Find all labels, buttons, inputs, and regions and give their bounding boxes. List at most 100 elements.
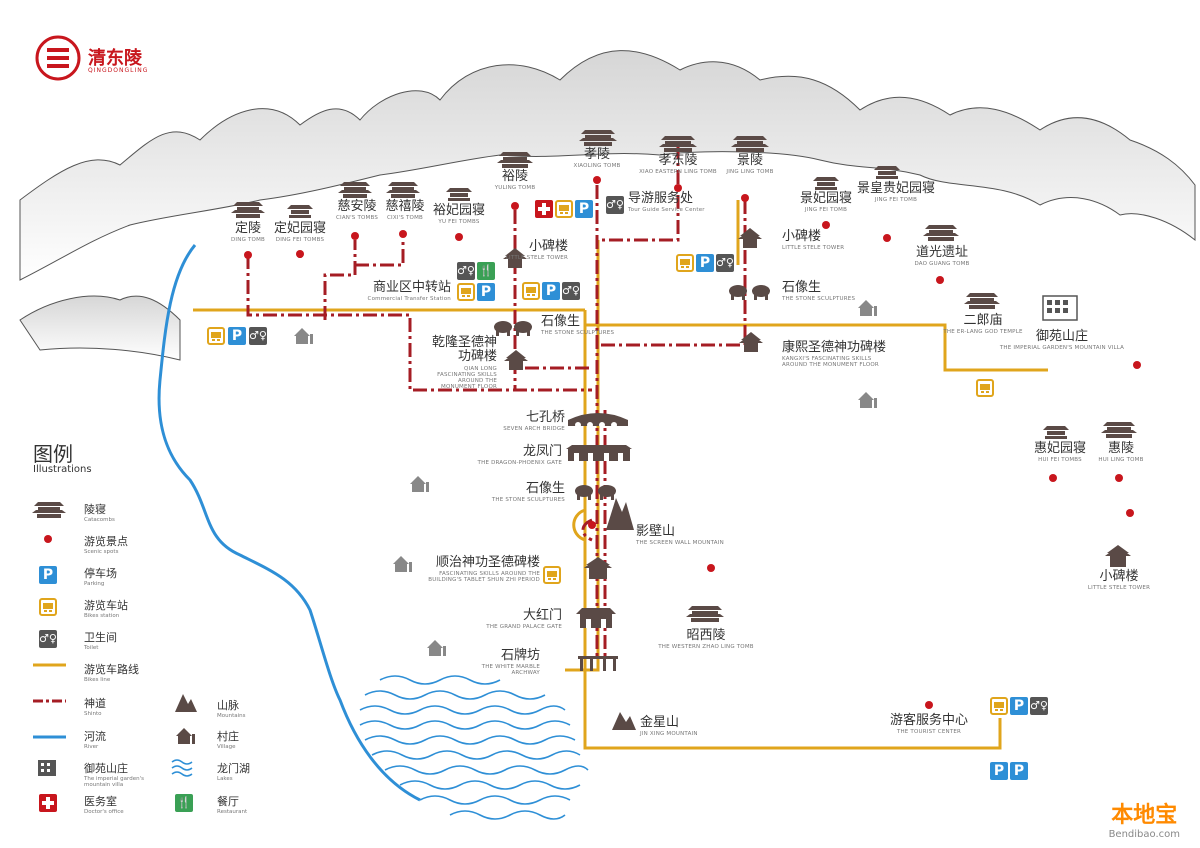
parking-icon: P (1010, 762, 1028, 780)
watermark: 本地宝 Bendibao.com (1109, 797, 1180, 840)
bus-station-icon (457, 283, 475, 301)
parking-icon: P (1010, 697, 1028, 715)
toilet-icon: ♂♀ (457, 262, 475, 280)
watermark-sub: Bendibao.com (1108, 829, 1180, 840)
bus-station-icon (676, 254, 694, 272)
toilet-icon: ♂♀ (1030, 697, 1048, 715)
bus-station-icon (555, 200, 573, 218)
medical-icon (39, 794, 57, 812)
medical-icon (535, 200, 553, 218)
restaurant-icon: 🍴 (477, 262, 495, 280)
toilet-icon: ♂♀ (562, 282, 580, 300)
legend-symbols (32, 502, 197, 777)
parking-icon: P (575, 200, 593, 218)
stone-sculpture-icons (494, 285, 770, 500)
toilet-icon: ♂♀ (249, 327, 267, 345)
watermark-main: 本地宝 (1111, 803, 1178, 828)
bus-station-icon (990, 697, 1008, 715)
parking-icon: P (39, 566, 57, 584)
bike-line-network (193, 200, 1048, 750)
brand-title: 清东陵 (88, 48, 142, 69)
longmen-lake (359, 675, 589, 820)
parking-icon: P (542, 282, 560, 300)
mountain-peak-icons (606, 498, 636, 730)
logo-seal (35, 35, 81, 81)
parking-icon: P (477, 283, 495, 301)
toilet-icon: ♂♀ (39, 630, 57, 648)
brand-subtitle: QINGDONGLING (88, 67, 149, 74)
village-icons (294, 300, 877, 656)
parking-icon: P (228, 327, 246, 345)
parking-icon: P (696, 254, 714, 272)
tomb-icons (231, 130, 1137, 622)
gate-icons (566, 413, 632, 671)
river (157, 244, 421, 802)
toilet-icon: ♂♀ (716, 254, 734, 272)
hotel-icon (1042, 295, 1078, 321)
parking-icon: P (990, 762, 1008, 780)
legend-title: 图例 (33, 442, 73, 466)
restaurant-icon: 🍴 (175, 794, 193, 812)
scenic-dots (244, 176, 1141, 709)
stele-tower-icons (503, 228, 1131, 579)
toilet-icon: ♂♀ (606, 196, 624, 214)
bus-station-icon (522, 282, 540, 300)
bus-station-icon (543, 566, 561, 584)
mountains-backdrop (19, 50, 1196, 361)
bus-station-icon (207, 327, 225, 345)
bus-station-icon (39, 598, 57, 616)
bus-station-icon (976, 379, 994, 397)
legend-subtitle: Illustrations (33, 464, 92, 475)
